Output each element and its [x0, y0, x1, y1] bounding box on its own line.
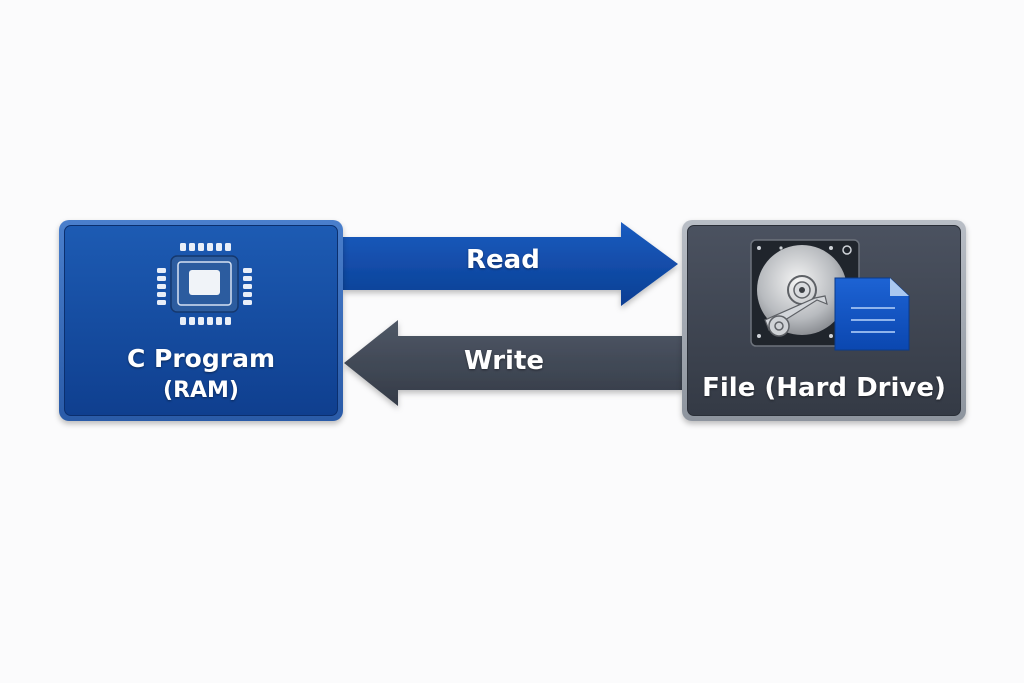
- read-arrow-label: Read: [466, 245, 540, 275]
- file-hard-drive-title: File (Hard Drive): [702, 373, 946, 403]
- c-program-title: C Program: [126, 344, 276, 373]
- hard-drive-icon: [747, 238, 922, 362]
- write-arrow-label: Write: [464, 346, 545, 376]
- read-arrow: [343, 222, 678, 306]
- cpu-chip-icon: [153, 240, 253, 334]
- write-arrow: [344, 320, 682, 406]
- c-program-node: C Program (RAM): [59, 220, 343, 421]
- file-hard-drive-node: File (Hard Drive): [682, 220, 966, 421]
- ram-subtitle: (RAM): [163, 378, 239, 403]
